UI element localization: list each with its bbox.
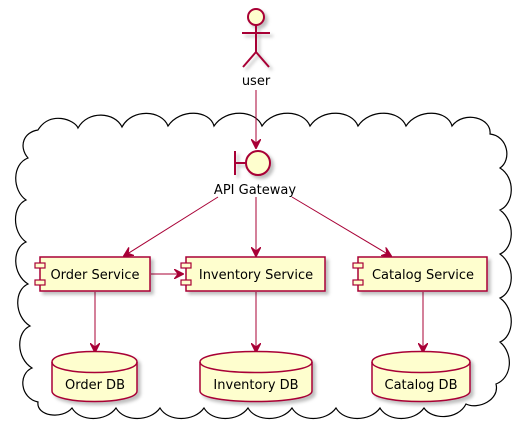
database-top-rim <box>51 361 138 374</box>
order-db-label: Order DB <box>65 378 125 393</box>
database-icon <box>371 350 471 403</box>
inventory-service-label: Inventory Service <box>199 268 313 283</box>
actor-label: user <box>242 74 271 89</box>
cloud-container <box>14 112 512 420</box>
order-db-node: Order DB <box>51 350 138 403</box>
inventory-db-node: Inventory DB <box>199 350 313 403</box>
component-icon <box>180 279 192 286</box>
database-top-rim <box>199 361 313 374</box>
catalog-db-node: Catalog DB <box>371 350 471 403</box>
order-service-label: Order Service <box>50 268 139 283</box>
component-icon <box>34 262 46 269</box>
component-icon <box>352 262 364 269</box>
component-box <box>39 256 151 292</box>
component-box <box>357 256 488 292</box>
database-top-rim <box>371 361 471 374</box>
component-icon <box>180 262 192 269</box>
component-icon <box>34 279 46 286</box>
gateway-label: API Gateway <box>214 183 296 198</box>
component-icon <box>352 279 364 286</box>
inventory-db-label: Inventory DB <box>213 378 298 393</box>
catalog-service-label: Catalog Service <box>372 268 474 283</box>
database-icon <box>199 350 313 403</box>
actor-icon <box>242 8 270 68</box>
catalog-db-label: Catalog DB <box>385 378 458 393</box>
boundary-icon <box>234 150 271 176</box>
edge-gateway-to-order-service <box>124 196 219 256</box>
edge-gateway-to-catalog-service <box>291 196 391 256</box>
order-service-node: Order Service <box>34 256 151 292</box>
inventory-service-node: Inventory Service <box>180 256 326 292</box>
component-box <box>185 256 326 292</box>
catalog-service-node: Catalog Service <box>352 256 488 292</box>
database-icon <box>51 350 138 403</box>
